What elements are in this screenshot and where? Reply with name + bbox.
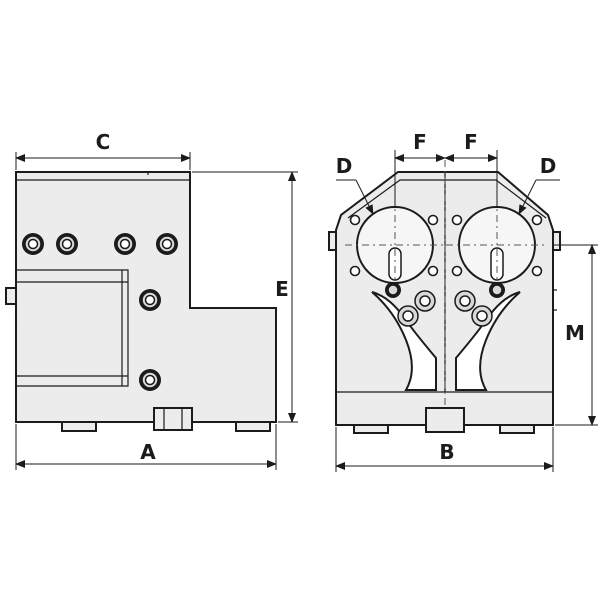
front-cutout-right [455,291,521,391]
front-lug-left [328,231,337,251]
leader-d-right [518,179,537,215]
label-d-right: D [540,154,557,178]
side-view: C E A [5,130,298,470]
front-slot-right [490,247,504,281]
front-slot-left [388,247,402,281]
side-hole-3 [114,233,136,255]
front-fitting-4 [454,290,476,312]
label-a: A [140,440,156,464]
side-foot-right [235,421,271,432]
front-lug-right [552,231,561,251]
label-b: B [439,440,454,464]
leader-d-left [355,179,374,215]
front-fitting-5 [397,305,419,327]
side-hole-1 [22,233,44,255]
label-d-left: D [336,154,353,178]
side-slide-plate [16,269,129,387]
front-foot-right [499,424,535,434]
side-foot-left [61,421,97,432]
side-hole-4 [156,233,178,255]
side-hole-5 [139,289,161,311]
front-fitting-3 [414,290,436,312]
side-hole-2 [56,233,78,255]
front-foot-left [353,424,389,434]
label-c: C [96,130,111,154]
front-cutout-left [371,291,437,391]
side-base-boss [153,407,193,431]
label-e: E [275,277,289,301]
front-base-boss [425,407,465,433]
label-f-right: F [464,130,478,154]
front-fitting-1 [385,282,401,298]
front-bolt-holes [349,214,543,277]
front-fitting-6 [471,305,493,327]
side-hole-6 [139,369,161,391]
front-fitting-2 [489,282,505,298]
front-view: F F D D M B [328,130,598,472]
label-m: M [565,321,585,345]
side-stud [5,287,17,305]
label-f-left: F [413,130,427,154]
